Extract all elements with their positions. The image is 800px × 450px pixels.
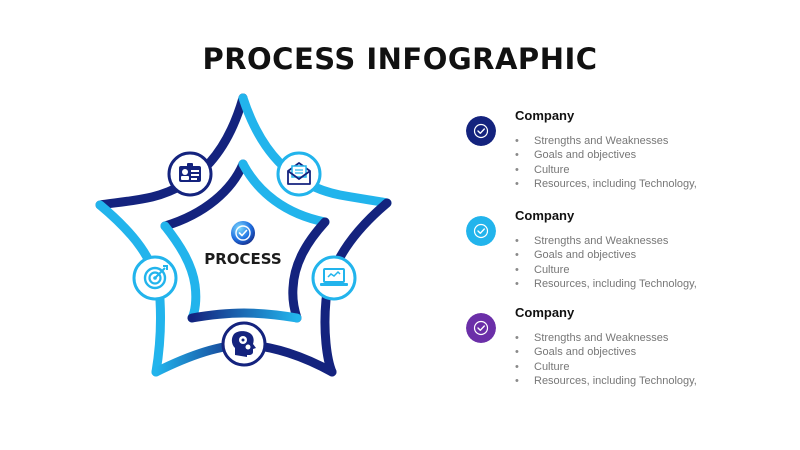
company-item-list: Strengths and Weaknesses Goals and objec… xyxy=(515,331,697,388)
check-circle-icon xyxy=(231,221,255,245)
list-item: Goals and objectives xyxy=(515,345,697,360)
company-item-list: Strengths and Weaknesses Goals and objec… xyxy=(515,134,697,191)
check-icon xyxy=(466,216,496,246)
head-gears-icon xyxy=(221,321,267,367)
list-item: Resources, including Technology, xyxy=(515,374,697,389)
check-icon xyxy=(466,116,496,146)
list-item: Strengths and Weaknesses xyxy=(515,234,697,249)
list-item: Resources, including Technology, xyxy=(515,277,697,292)
list-item: Resources, including Technology, xyxy=(515,177,697,192)
star-icon-nodes xyxy=(132,151,357,367)
inner-star xyxy=(160,159,330,323)
email-icon xyxy=(276,151,322,197)
company-name: Company xyxy=(515,108,575,123)
laptop-icon xyxy=(311,255,357,301)
company-item-list: Strengths and Weaknesses Goals and objec… xyxy=(515,234,697,291)
company-name: Company xyxy=(515,208,575,223)
page-title: PROCESS INFOGRAPHIC xyxy=(202,42,598,76)
list-item: Goals and objectives xyxy=(515,248,697,263)
target-icon xyxy=(132,255,178,301)
list-item: Culture xyxy=(515,360,697,375)
check-icon xyxy=(466,313,496,343)
list-item: Strengths and Weaknesses xyxy=(515,134,697,149)
list-item: Culture xyxy=(515,163,697,178)
company-name: Company xyxy=(515,305,575,320)
list-item: Culture xyxy=(515,263,697,278)
list-item: Strengths and Weaknesses xyxy=(515,331,697,346)
center-process-label: PROCESS xyxy=(204,250,282,268)
id-card-icon xyxy=(167,151,213,197)
list-item: Goals and objectives xyxy=(515,148,697,163)
